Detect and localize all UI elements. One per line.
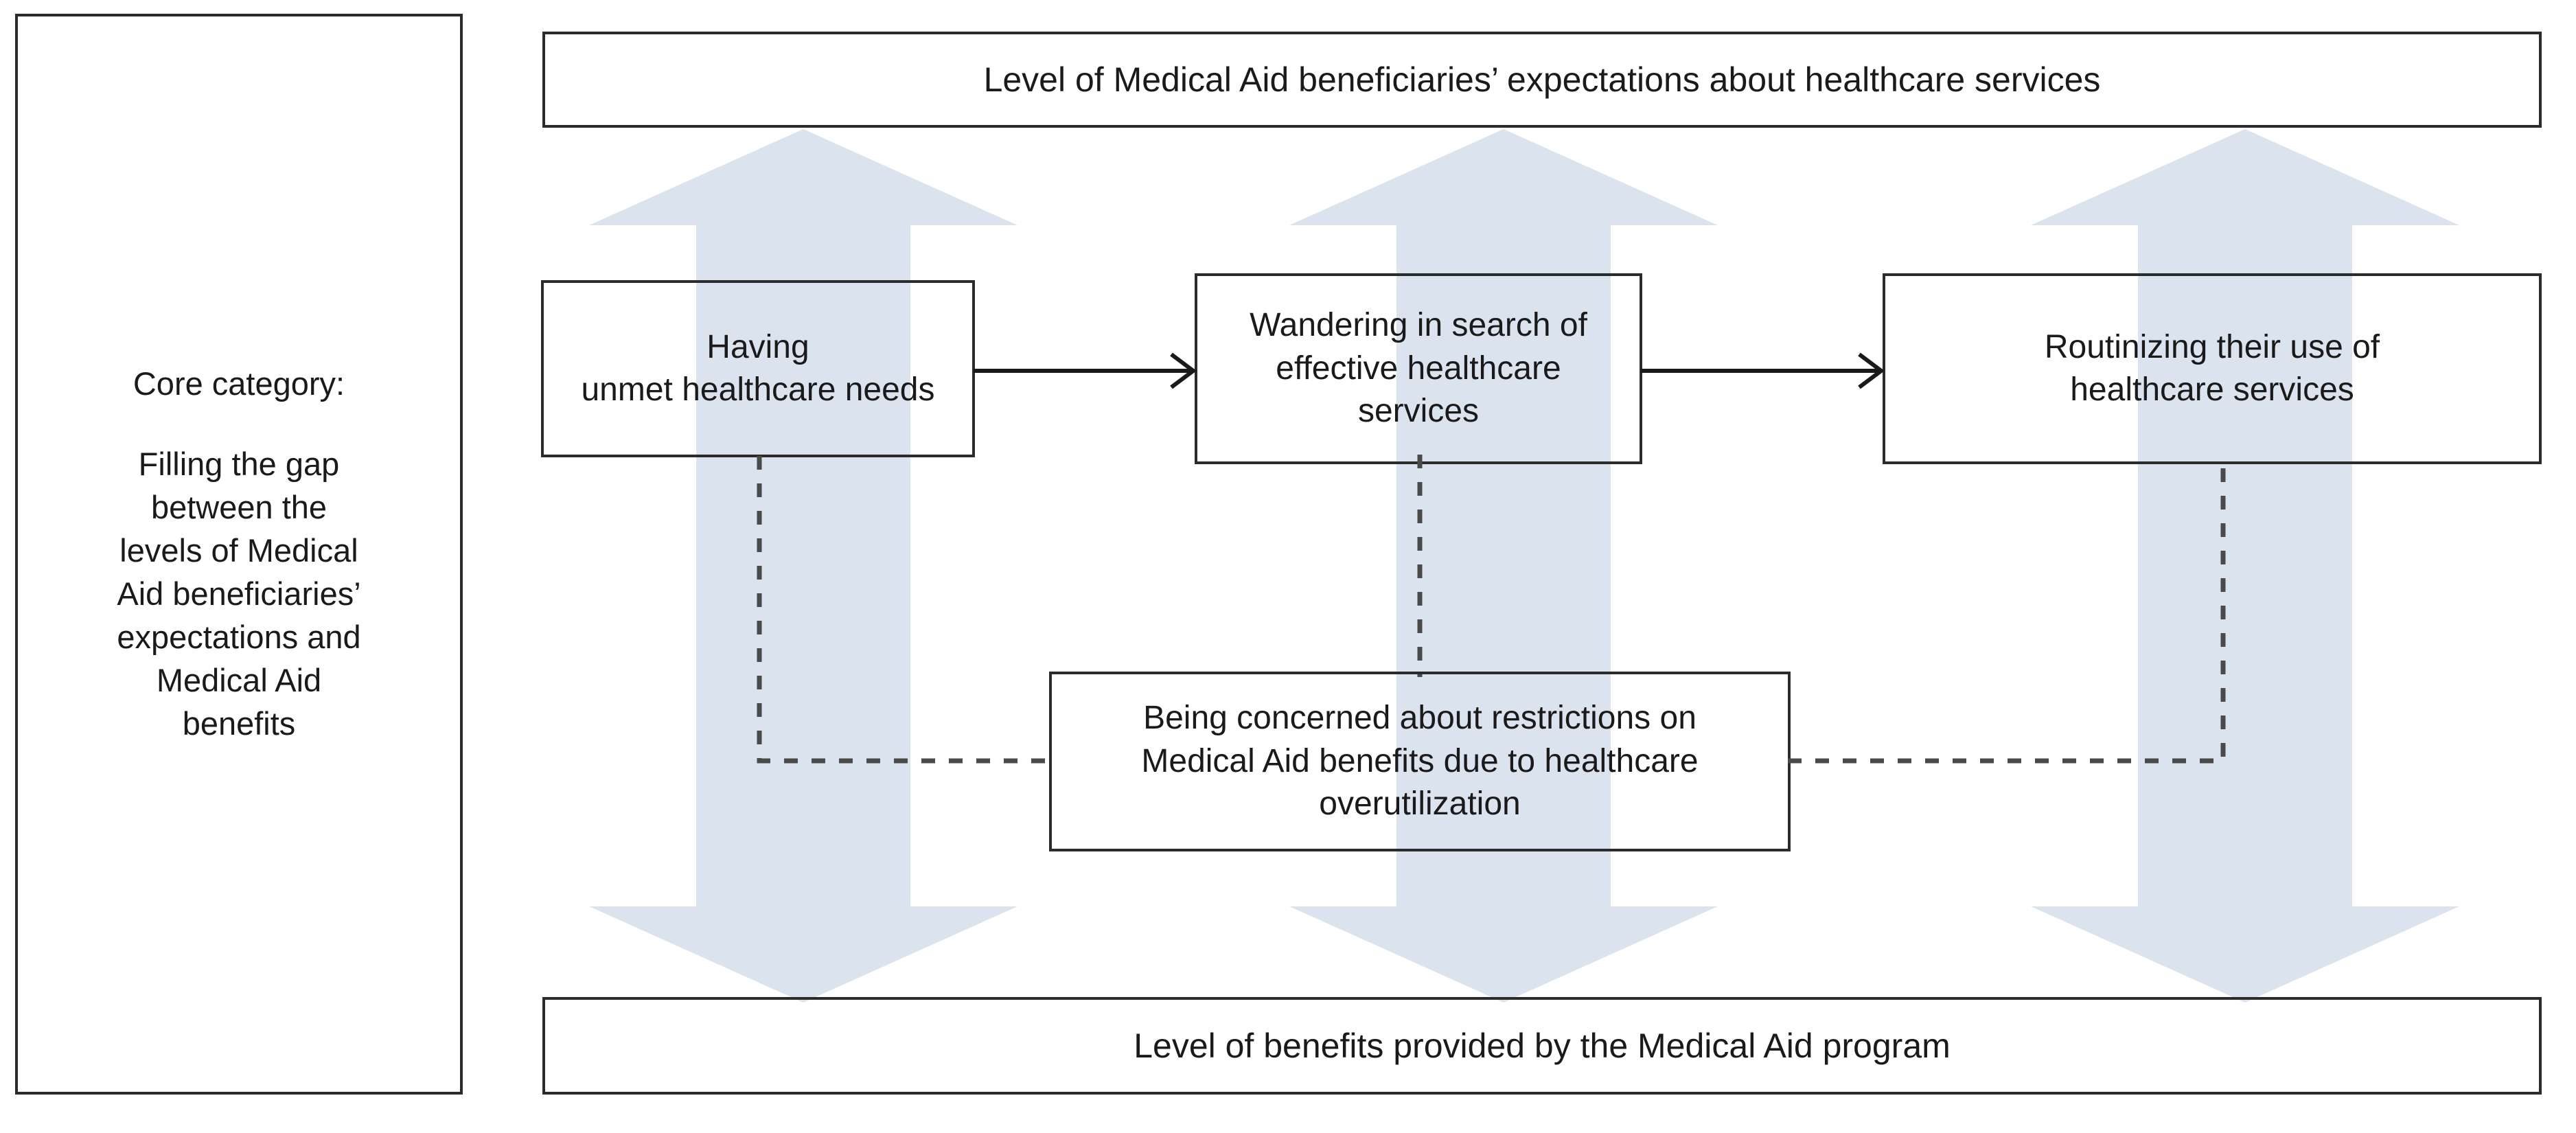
- core-category-panel: Core category: Filling the gap between t…: [15, 14, 463, 1095]
- double-headed-arrow-left: [589, 129, 1017, 1003]
- benefits-banner-label: Level of benefits provided by the Medica…: [1134, 1026, 1951, 1065]
- flow-arrow-1-to-2: [974, 347, 1197, 395]
- dashed-link-concern-to-routinizing: [1785, 453, 2238, 769]
- double-headed-arrow-right: [2031, 129, 2459, 1003]
- dashed-link-having-to-concern: [748, 453, 1057, 769]
- double-headed-arrow-center: [1289, 129, 1718, 1003]
- expectations-banner: Level of Medical Aid beneficiaries’ expe…: [542, 32, 2542, 128]
- flow-arrow-2-to-3: [1641, 347, 1885, 395]
- condition-box-being-concerned: Being concerned about restrictions on Me…: [1049, 672, 1791, 851]
- benefits-banner: Level of benefits provided by the Medica…: [542, 997, 2542, 1095]
- process-box-wandering-in-search: Wandering in search of effective healthc…: [1195, 273, 1642, 464]
- expectations-banner-label: Level of Medical Aid beneficiaries’ expe…: [983, 60, 2101, 99]
- process-box-having-unmet-needs: Having unmet healthcare needs: [541, 280, 975, 457]
- process-box-wandering-in-search-label: Wandering in search of effective healthc…: [1250, 307, 1587, 430]
- core-category-text: Filling the gap between the levels of Me…: [117, 446, 361, 742]
- condition-box-being-concerned-label: Being concerned about restrictions on Me…: [1141, 700, 1699, 823]
- core-category-label: Core category:: [133, 365, 345, 402]
- dashed-link-wandering-to-concern: [1406, 453, 1434, 680]
- process-box-routinizing-use-label: Routinizing their use of healthcare serv…: [2044, 328, 2380, 408]
- process-box-having-unmet-needs-label: Having unmet healthcare needs: [581, 328, 935, 408]
- process-box-routinizing-use: Routinizing their use of healthcare serv…: [1883, 273, 2542, 464]
